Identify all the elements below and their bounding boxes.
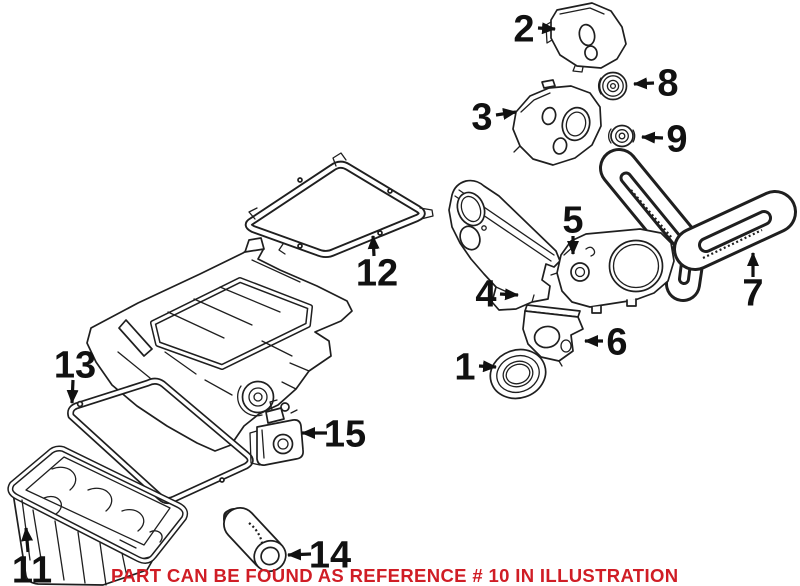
callout-6: 6 xyxy=(584,322,628,364)
callout-14-number: 14 xyxy=(309,535,351,577)
part-4-timing-cover-left xyxy=(448,179,561,311)
callout-2-arrow xyxy=(537,22,556,35)
callout-8-arrow xyxy=(633,77,655,90)
part-7-timing-belt xyxy=(599,148,797,302)
part-11-oil-pan xyxy=(7,445,189,586)
callout-13: 13 xyxy=(54,345,96,404)
callout-8: 8 xyxy=(633,63,679,105)
callout-14-arrow xyxy=(287,548,312,561)
part-13-gasket xyxy=(67,377,254,505)
callout-11: 11 xyxy=(12,527,52,586)
part-6-rear-cover xyxy=(522,304,584,367)
callout-5: 5 xyxy=(562,200,584,255)
callout-3-arrow xyxy=(495,107,517,120)
callout-1: 1 xyxy=(454,347,497,389)
callout-4-arrow xyxy=(499,288,519,301)
part-9-idler-roller xyxy=(607,124,636,148)
callout-12-arrow xyxy=(367,235,380,257)
part-15-oil-level-sensor xyxy=(249,399,304,466)
part-12-gasket xyxy=(244,152,434,258)
callout-11-arrow xyxy=(21,527,34,553)
part-5-timing-cover-center xyxy=(550,228,675,314)
reference-note: PART CAN BE FOUND AS REFERENCE # 10 IN I… xyxy=(111,565,679,586)
callout-3: 3 xyxy=(471,97,517,139)
callout-3-number: 3 xyxy=(471,97,492,139)
callout-4: 4 xyxy=(475,274,519,316)
callout-14: 14 xyxy=(287,535,351,577)
callout-9-number: 9 xyxy=(666,119,687,161)
part-1-crankshaft-seal xyxy=(489,348,547,400)
callout-15-number: 15 xyxy=(324,414,366,456)
callout-1-arrow xyxy=(478,360,497,373)
callout-7: 7 xyxy=(742,252,764,315)
callout-8-number: 8 xyxy=(657,63,678,105)
callout-6-number: 6 xyxy=(606,322,627,364)
callout-12: 12 xyxy=(356,235,398,295)
callout-2-number: 2 xyxy=(513,9,534,51)
callout-13-arrow xyxy=(66,379,79,404)
callout-9: 9 xyxy=(641,119,688,161)
part-8-tensioner-pulley xyxy=(597,71,628,101)
callout-13-number: 13 xyxy=(54,345,96,387)
callout-2: 2 xyxy=(513,9,556,51)
callout-15: 15 xyxy=(301,414,366,456)
callout-1-number: 1 xyxy=(454,347,475,389)
part-10-upper-oil-pan xyxy=(86,237,353,452)
callout-4-number: 4 xyxy=(475,274,496,316)
part-3-timing-cover xyxy=(512,79,602,166)
callout-12-number: 12 xyxy=(356,253,398,295)
callout-7-number: 7 xyxy=(742,273,763,315)
callout-5-number: 5 xyxy=(562,200,583,242)
part-14-oil-filter xyxy=(223,507,287,573)
callout-11-number: 11 xyxy=(12,550,52,586)
part-2-upper-timing-cover xyxy=(545,2,627,73)
callout-9-arrow xyxy=(641,131,664,144)
